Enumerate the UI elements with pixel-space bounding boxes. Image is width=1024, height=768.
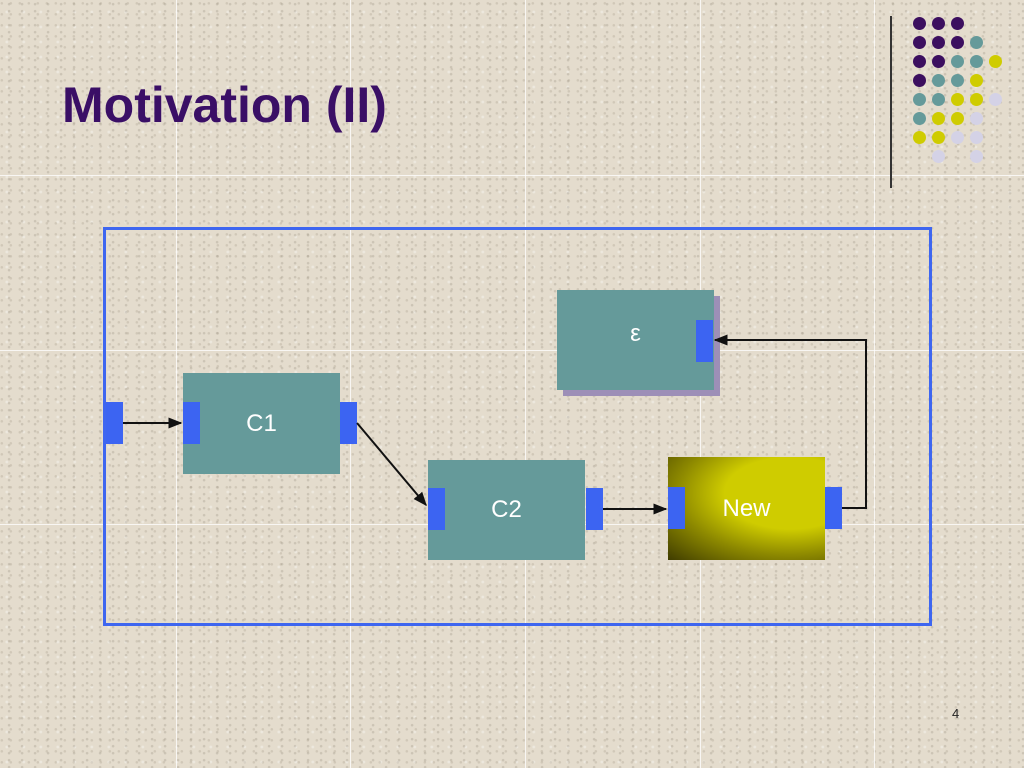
decorative-dot	[932, 93, 945, 106]
decorative-dot	[913, 36, 926, 49]
decorative-dot	[951, 17, 964, 30]
decorative-dot	[970, 131, 983, 144]
c1-in-port	[183, 402, 200, 444]
c2-out-port	[586, 488, 603, 530]
decorative-dot	[932, 74, 945, 87]
page-number: 4	[952, 706, 960, 721]
system-boundary-frame	[103, 227, 932, 626]
decorative-dot	[989, 55, 1002, 68]
slide-title: Motivation (II)	[62, 77, 387, 133]
new-in-port	[668, 487, 685, 529]
title-divider	[890, 16, 892, 188]
grid-line	[350, 0, 351, 768]
decorative-dot	[932, 112, 945, 125]
decorative-dot	[951, 36, 964, 49]
component-label: C2	[491, 496, 522, 523]
decorative-dot	[913, 131, 926, 144]
decorative-dot	[951, 55, 964, 68]
decorative-dot	[951, 112, 964, 125]
decorative-dot	[932, 36, 945, 49]
decorative-dot	[951, 93, 964, 106]
decorative-dot	[970, 55, 983, 68]
decorative-dot	[951, 131, 964, 144]
epsilon-in-port	[696, 320, 713, 362]
component-label: ε	[630, 320, 641, 347]
decorative-dot	[913, 93, 926, 106]
component-c2: C2	[428, 460, 585, 560]
grid-line	[0, 175, 1024, 176]
grid-line	[176, 0, 177, 768]
decorative-dot	[970, 93, 983, 106]
grid-line	[874, 0, 875, 768]
component-label: New	[722, 494, 771, 522]
decorative-dot	[932, 55, 945, 68]
component-c1: C1	[183, 373, 340, 474]
new-out-port	[825, 487, 842, 529]
c2-in-port	[428, 488, 445, 530]
decorative-dot	[913, 17, 926, 30]
decorative-dot	[970, 74, 983, 87]
decorative-dot	[932, 131, 945, 144]
grid-line	[0, 350, 1024, 351]
decorative-dot	[913, 112, 926, 125]
decorative-dot	[932, 17, 945, 30]
decorative-dot	[970, 150, 983, 163]
component-label: C1	[246, 409, 277, 437]
decorative-dot	[913, 74, 926, 87]
arrow-c1-to-c2	[356, 422, 427, 507]
input-port	[106, 402, 123, 444]
decorative-dot	[932, 150, 945, 163]
decorative-dot	[989, 93, 1002, 106]
arrow-new-to-epsilon	[713, 334, 867, 509]
component-new: New	[668, 457, 825, 560]
decorative-dot	[970, 36, 983, 49]
decorative-dot	[951, 74, 964, 87]
grid-line	[525, 0, 526, 768]
component-epsilon: ε	[557, 290, 714, 390]
decorative-dot	[970, 112, 983, 125]
c1-out-port	[340, 402, 357, 444]
decorative-dot	[913, 55, 926, 68]
